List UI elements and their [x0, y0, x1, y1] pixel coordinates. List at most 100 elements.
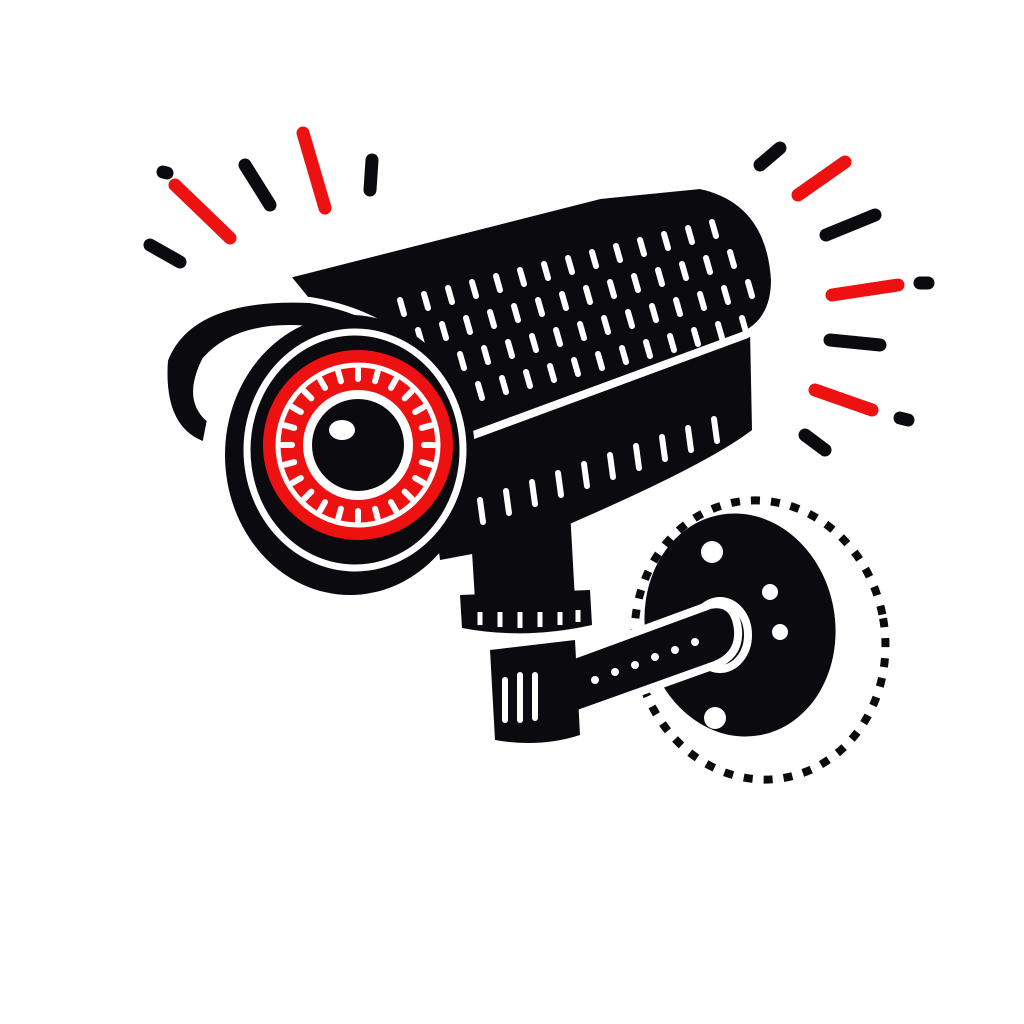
vent-slot	[457, 351, 467, 371]
lens-ring-tick	[401, 388, 415, 402]
vent-slot	[715, 321, 725, 341]
vent-slot	[595, 351, 605, 371]
vent-slot	[643, 339, 653, 359]
vent-slot	[421, 291, 431, 311]
vent-slot	[477, 497, 486, 525]
lens-ring-tick	[289, 404, 304, 415]
alert-ray	[296, 126, 332, 215]
vent-slot	[553, 327, 563, 347]
vent-slot	[703, 255, 713, 275]
vent-slot	[469, 279, 479, 299]
camera-lens-assembly	[225, 315, 475, 595]
vent-slot	[649, 303, 659, 323]
vent-slot	[439, 321, 449, 341]
lens-ring-tick	[301, 388, 315, 402]
lens-ring-tick	[335, 505, 344, 522]
lens-ring-tick	[412, 404, 427, 415]
vent-slot	[607, 279, 617, 299]
vent-slot	[503, 488, 512, 516]
camera-body	[277, 180, 780, 560]
lens-ring-tick	[388, 499, 399, 514]
alert-ray	[823, 333, 887, 352]
vent-slot	[499, 375, 509, 395]
vent-slot	[571, 357, 581, 377]
vent-slot	[487, 309, 497, 329]
vent-slot	[481, 345, 491, 365]
vent-slot	[511, 303, 521, 323]
lens-ring-tick	[281, 459, 298, 468]
vent-slot	[625, 309, 635, 329]
alert-ray	[363, 153, 379, 197]
vent-slot	[535, 297, 545, 317]
lens-ring-tick	[372, 368, 381, 385]
vent-slot	[745, 279, 755, 299]
lens-ring-tick	[301, 488, 315, 502]
alert-ray	[791, 155, 852, 202]
vent-slot	[589, 249, 599, 269]
vent-slot	[463, 315, 473, 335]
lens-glass	[312, 399, 404, 491]
lens-ring-tick	[317, 376, 328, 391]
vent-slot	[529, 479, 538, 507]
vent-slot	[727, 249, 737, 269]
vent-slot	[517, 267, 527, 287]
vent-slot	[679, 261, 689, 281]
vent-slot	[655, 267, 665, 287]
alert-ray	[819, 208, 882, 242]
alert-ray	[753, 141, 787, 172]
vent-slot	[631, 273, 641, 293]
vent-slot	[397, 297, 407, 317]
vent-slot	[559, 291, 569, 311]
vent-slot	[739, 315, 749, 335]
vent-slot	[673, 297, 683, 317]
vent-slot	[577, 321, 587, 341]
lens-ring-tick	[281, 422, 298, 431]
alert-ray	[238, 158, 277, 212]
alert-ray	[798, 428, 832, 457]
vent-slot	[697, 291, 707, 311]
vent-slot	[555, 470, 564, 498]
alert-ray	[168, 178, 237, 245]
vent-slot	[493, 273, 503, 293]
vent-slot	[607, 452, 616, 480]
vent-slot	[659, 434, 668, 462]
lens-ring-tick	[418, 422, 435, 431]
vent-slot	[637, 237, 647, 257]
vent-slot	[565, 255, 575, 275]
vent-slot	[475, 381, 485, 401]
alert-ray	[808, 383, 879, 417]
lens-ring-tick	[372, 505, 381, 522]
vent-slot	[613, 243, 623, 263]
vent-slot	[691, 327, 701, 347]
alert-ray	[893, 411, 915, 427]
vent-slot	[505, 339, 515, 359]
vent-slot	[667, 333, 677, 353]
lens-ring-tick	[418, 459, 435, 468]
vent-slot	[541, 261, 551, 281]
vent-slot	[445, 285, 455, 305]
vent-slot	[583, 285, 593, 305]
mount-dashed-halo	[630, 496, 890, 784]
alert-ray	[143, 238, 187, 269]
vent-slot	[581, 461, 590, 489]
vent-slot	[601, 315, 611, 335]
vent-slot	[711, 416, 720, 444]
vent-slot	[721, 285, 731, 305]
lens-ring-tick	[317, 499, 328, 514]
alert-rays	[143, 126, 935, 457]
vent-slot	[661, 231, 671, 251]
alert-ray	[156, 165, 174, 180]
vent-slot	[529, 333, 539, 353]
vent-slot	[619, 345, 629, 365]
vent-slot	[633, 443, 642, 471]
lens-ring-tick	[412, 475, 427, 486]
vent-slot	[685, 425, 694, 453]
lens-ring-tick	[388, 376, 399, 391]
mount-arm	[490, 600, 743, 744]
vent-slot	[685, 225, 695, 245]
vent-slot	[523, 369, 533, 389]
lens-ring-tick	[335, 368, 344, 385]
vent-slot	[709, 219, 719, 239]
lens-ring-tick	[401, 488, 415, 502]
